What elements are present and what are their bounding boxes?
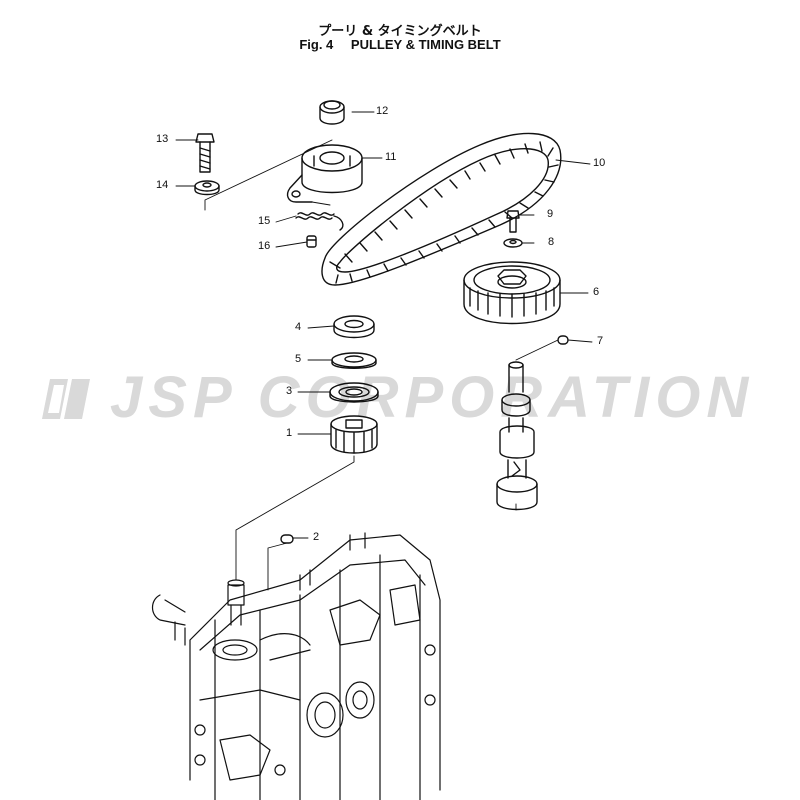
callout-11: 11 [385, 151, 397, 163]
engine-block [151, 532, 441, 800]
camshaft [496, 361, 538, 511]
callout-15: 15 [258, 215, 271, 227]
washer-8 [503, 238, 523, 248]
spring-15 [295, 212, 344, 231]
figure-title: PULLEY & TIMING BELT [350, 37, 501, 52]
bolt-9 [506, 210, 520, 233]
pin-16 [306, 235, 317, 248]
washer-5 [331, 352, 377, 369]
bolt-13 [195, 133, 215, 173]
callout-13: 13 [156, 133, 169, 145]
callout-7: 7 [597, 335, 604, 347]
callout-5: 5 [295, 353, 302, 365]
watermark-text: JSP CORPORATION [110, 365, 755, 430]
watermark-logo-icon [42, 379, 90, 419]
leader-lines [175, 111, 593, 591]
plate-3 [329, 382, 379, 403]
callout-4: 4 [295, 321, 302, 333]
callout-6: 6 [593, 286, 600, 298]
title-japanese: プーリ & タイミングベルト [318, 24, 482, 39]
camshaft-pulley-6 [463, 261, 561, 325]
callout-1: 1 [286, 427, 293, 439]
dowel-2 [280, 534, 294, 544]
cap-12 [319, 100, 345, 125]
tensioner-pulley-11 [286, 144, 363, 203]
callout-3: 3 [286, 385, 293, 397]
callout-10: 10 [593, 157, 606, 169]
callout-8: 8 [548, 236, 555, 248]
oil-seal-4 [333, 315, 375, 339]
title-english: Fig. 4 PULLEY & TIMING BELT [0, 37, 800, 52]
timing-belt-10 [321, 132, 562, 286]
callout-16: 16 [258, 240, 271, 252]
callout-12: 12 [376, 105, 389, 117]
figure-number: Fig. 4 [299, 37, 334, 52]
crank-pulley-1 [330, 415, 378, 454]
callout-2: 2 [313, 531, 320, 543]
callout-14: 14 [156, 179, 169, 191]
callout-9: 9 [547, 208, 554, 220]
washer-14 [194, 180, 220, 196]
key-7 [557, 335, 569, 345]
watermark: JSP CORPORATION [40, 364, 754, 431]
